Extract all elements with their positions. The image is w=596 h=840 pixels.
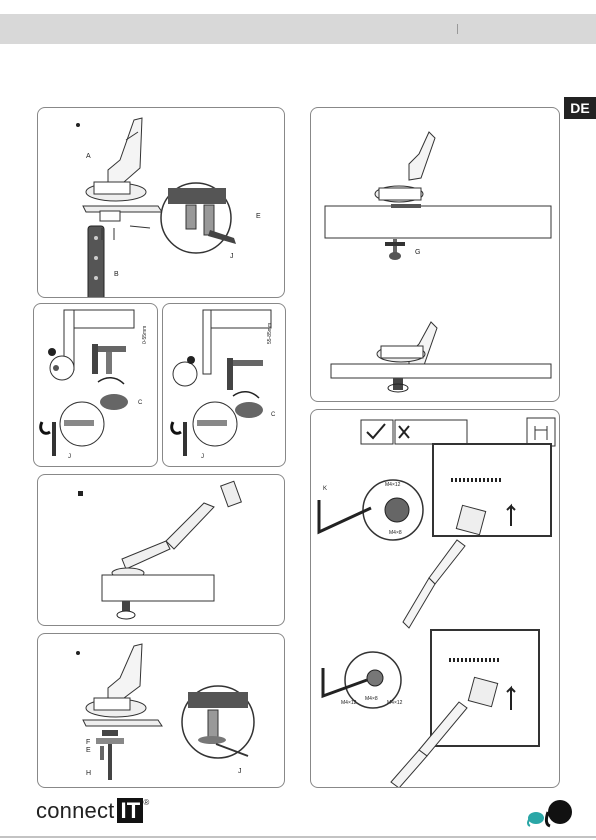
label-c-right: C [271, 412, 276, 418]
brand-name: connect [36, 798, 114, 823]
clamp-55-85-illustration: 55-85mm C J [163, 304, 286, 467]
elephant-mascot-icon [526, 796, 576, 828]
language-badge: DE [564, 97, 596, 119]
panel-arm-assembled [37, 474, 285, 626]
desk-clamp-illustration: G [311, 108, 560, 402]
panel-monitor-attach: K M4×12 M4×8 M4×8 M4×12 M4×12 [310, 409, 560, 788]
clamp-0-55-illustration: 0-55mm C J [34, 304, 158, 467]
panel-clamp-0-55: 0-55mm C J [33, 303, 158, 467]
panel-grommet-mount: F E H J [37, 633, 285, 788]
height-label-55-85: 55-85mm [267, 323, 273, 344]
header-bar [0, 14, 596, 44]
size-m4x8-mid: M4×8 [389, 530, 402, 536]
brand-suffix: IT [117, 798, 143, 823]
monitor-attach-illustration: K M4×12 M4×8 M4×8 M4×12 M4×12 [311, 410, 560, 788]
bottom-rule [0, 836, 596, 838]
label-e-bottom: E [86, 747, 91, 754]
panel-desk-clamp: G [310, 107, 560, 402]
label-j-right: J [201, 454, 204, 460]
label-f: F [86, 739, 90, 746]
size-m4x8-bottom: M4×8 [365, 696, 378, 702]
label-j: J [230, 253, 234, 260]
arm-assembled-illustration [38, 475, 285, 626]
size-m4x12-left: M4×12 [341, 700, 357, 706]
label-j-bottom: J [238, 768, 242, 775]
size-m4x12-top: M4×12 [385, 482, 401, 488]
label-a: A [86, 153, 91, 160]
panel-clamp-55-85: 55-85mm C J [162, 303, 286, 467]
header-divider [457, 24, 458, 34]
label-k: K [323, 486, 327, 492]
label-j-left: J [68, 454, 71, 460]
brand-mark: ® [143, 798, 149, 807]
panel-clamp-mount: A B E J [37, 107, 285, 298]
label-e: E [256, 213, 261, 220]
grommet-mount-illustration: F E H J [38, 634, 285, 788]
size-m4x12-right: M4×12 [387, 700, 403, 706]
label-c-left: C [138, 400, 143, 406]
label-h: H [86, 770, 91, 777]
height-label-0-55: 0-55mm [142, 326, 148, 344]
label-g: G [415, 249, 420, 256]
label-b: B [114, 271, 119, 278]
clamp-mount-illustration: A B E J [38, 108, 285, 298]
